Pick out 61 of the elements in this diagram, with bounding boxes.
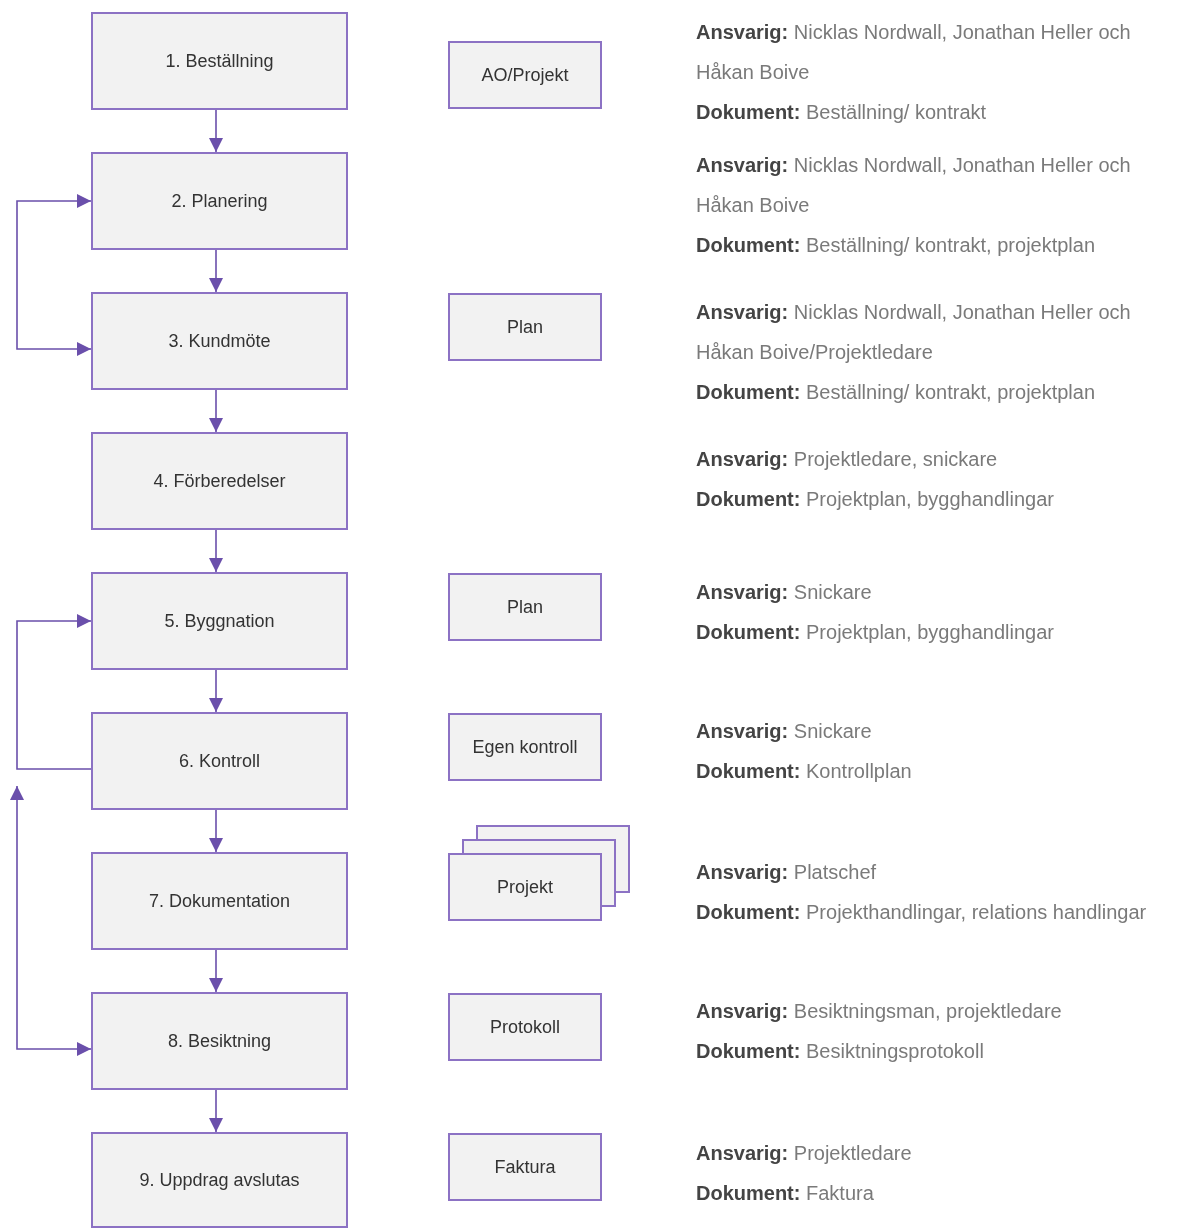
box-label: 9. Uppdrag avslutas <box>139 1169 300 1191</box>
info-text: Dokument: Beställning/ kontrakt, projektplan <box>696 233 1097 258</box>
box-label: Faktura <box>494 1156 556 1178</box>
box-label: Projekt <box>497 876 553 898</box>
box-label: Plan <box>507 596 543 618</box>
document-box <box>448 853 602 921</box>
document-box <box>448 41 602 109</box>
box-label: AO/Projekt <box>481 64 569 86</box>
info-text: Dokument: Beställning/ kontrakt <box>696 100 988 125</box>
box-label: 7. Dokumentation <box>148 890 291 912</box>
info-text: Dokument: Projektplan, bygghandlingar <box>696 487 1055 512</box>
box-label: 1. Beställning <box>165 50 274 72</box>
arrow <box>209 389 223 433</box>
info-text: Ansvarig: Nicklas Nordwall, Jonathan Heller och Håkan Boive <box>696 20 1132 85</box>
info-text: Ansvarig: Nicklas Nordwall, Jonathan Heller och Håkan Boive <box>696 153 1132 218</box>
info-text: Ansvarig: Snickare <box>696 719 873 744</box>
arrow <box>209 529 223 573</box>
process-box <box>91 992 348 1090</box>
process-box <box>91 432 348 530</box>
info-text: Ansvarig: Projektledare <box>696 1141 913 1166</box>
process-box <box>91 292 348 390</box>
document-box <box>448 713 602 781</box>
info-text: Dokument: Beställning/ kontrakt, projektplan <box>696 380 1097 405</box>
info-text: Ansvarig: Nicklas Nordwall, Jonathan Heller och Håkan Boive/Projektledare <box>696 300 1132 365</box>
box-label: Protokoll <box>490 1016 560 1038</box>
arrow <box>209 669 223 713</box>
process-box <box>91 572 348 670</box>
arrow <box>209 109 223 153</box>
box-label: 5. Byggnation <box>164 610 275 632</box>
info-text: Ansvarig: Projektledare, snickare <box>696 447 999 472</box>
process-box <box>91 712 348 810</box>
arrow <box>10 785 92 1056</box>
document-box <box>448 293 602 361</box>
info-text: Dokument: Faktura <box>696 1181 875 1206</box>
arrow <box>209 1089 223 1133</box>
document-box <box>448 573 602 641</box>
process-box <box>91 852 348 950</box>
arrow <box>16 194 92 356</box>
box-label: Egen kontroll <box>472 736 578 758</box>
info-text: Ansvarig: Platschef <box>696 860 878 885</box>
arrow <box>209 809 223 853</box>
arrow <box>209 949 223 993</box>
info-text: Ansvarig: Besiktningsman, projektledare <box>696 999 1063 1024</box>
document-box <box>448 1133 602 1201</box>
box-label: 6. Kontroll <box>178 750 260 772</box>
info-text: Dokument: Projektplan, bygghandlingar <box>696 620 1055 645</box>
info-text: Dokument: Kontrollplan <box>696 759 913 784</box>
box-label: 4. Förberedelser <box>153 470 286 492</box>
box-label: Plan <box>507 316 543 338</box>
process-box <box>91 152 348 250</box>
info-text: Ansvarig: Snickare <box>696 580 873 605</box>
process-box <box>91 1132 348 1228</box>
arrow <box>209 249 223 293</box>
box-label: 3. Kundmöte <box>168 330 271 352</box>
info-text: Dokument: Besiktningsprotokoll <box>696 1039 985 1064</box>
box-label: 8. Besiktning <box>167 1030 272 1052</box>
info-text: Dokument: Projekthandlingar, relations handlingar <box>696 900 1148 925</box>
arrow <box>16 614 92 770</box>
process-box <box>91 12 348 110</box>
box-label: 2. Planering <box>171 190 268 212</box>
document-box <box>448 993 602 1061</box>
